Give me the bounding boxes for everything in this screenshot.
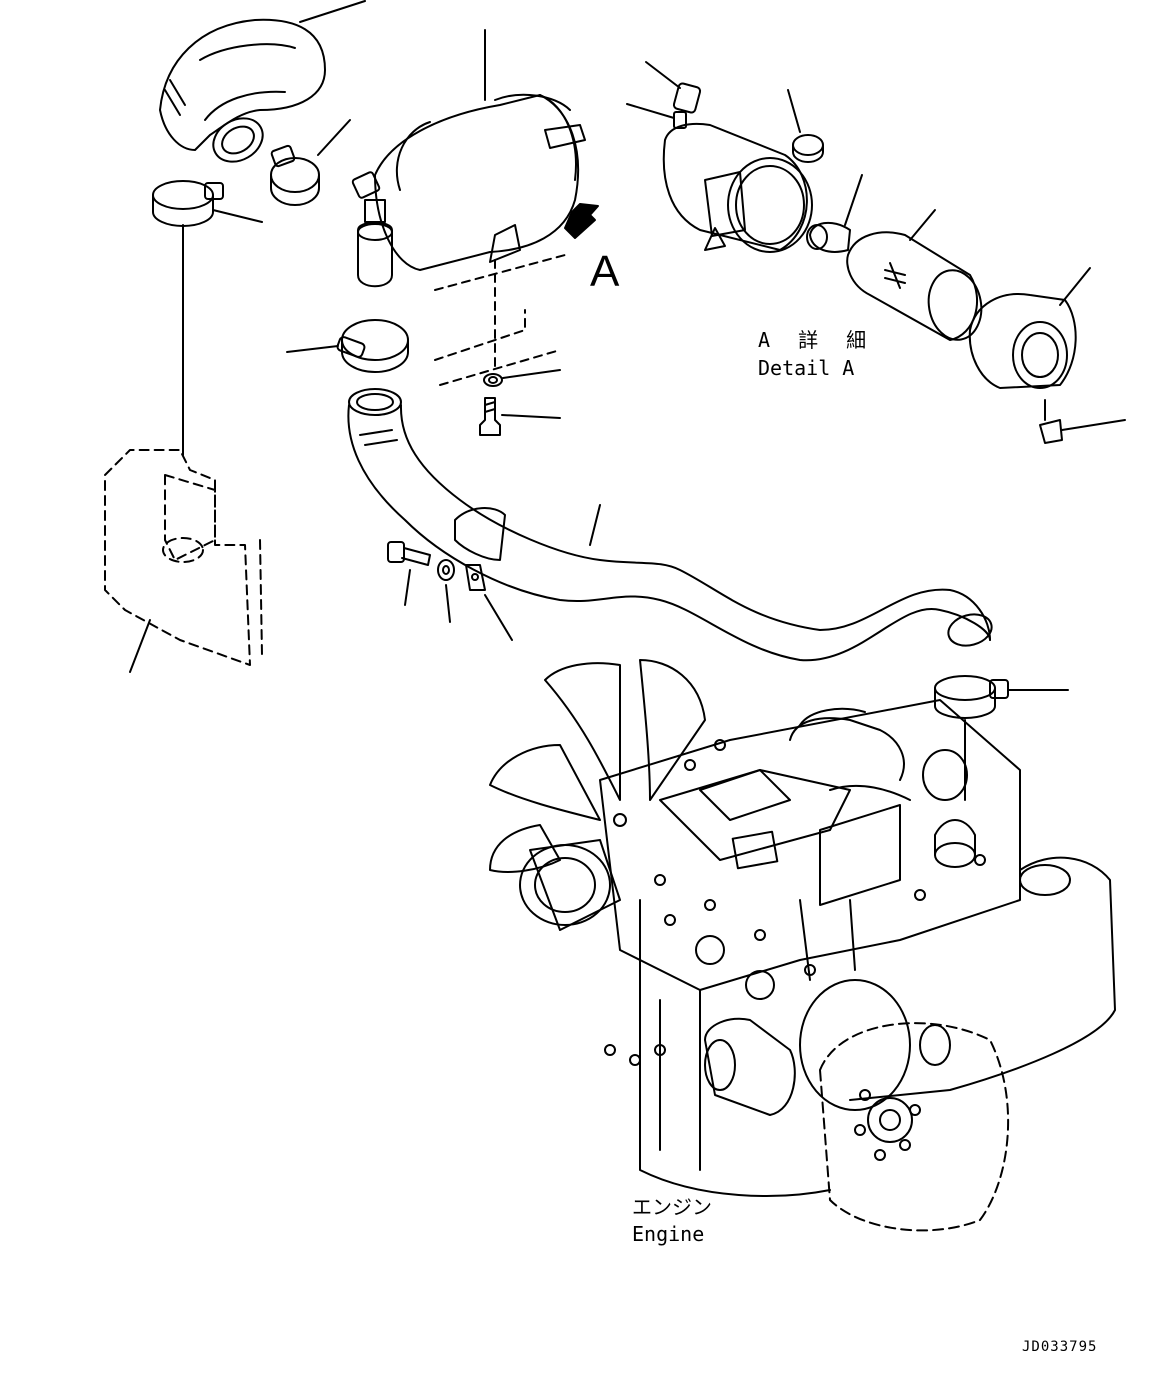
- bolt-right: [479, 397, 501, 436]
- cover: [968, 293, 1077, 389]
- leader-washer-left: [445, 584, 451, 623]
- washer-left: [437, 559, 455, 581]
- upper-intake-hose: [159, 18, 326, 163]
- engine: [489, 659, 1116, 1232]
- leader-safety-element: [844, 174, 863, 226]
- leader-cap: [787, 89, 801, 133]
- bolt-left: [387, 541, 431, 566]
- mounting-bracket-outline: [434, 254, 566, 386]
- clamp-engine-inlet: [934, 675, 1009, 719]
- view-a-arrow: [564, 203, 599, 239]
- cap: [792, 134, 824, 163]
- sensor-fitting: [673, 111, 687, 129]
- washer-right: [483, 373, 503, 387]
- leader-clamp-upper-left: [212, 209, 263, 223]
- air-cleaner-assembly: [374, 93, 586, 271]
- leader-upper-hose: [299, 0, 366, 23]
- clamp-left: [336, 319, 409, 373]
- leader-sensor-fitting: [626, 103, 675, 119]
- hose-clamp-upper: [270, 144, 320, 206]
- leader-lower-hose: [589, 504, 601, 546]
- leader-valve: [1061, 419, 1126, 431]
- cleaner-body-detail: [662, 122, 813, 253]
- leader-bolt-right: [501, 414, 561, 419]
- leader-bracket-plate: [129, 619, 151, 673]
- leader-washer-right: [502, 369, 561, 379]
- clip: [465, 564, 486, 591]
- valve: [1039, 399, 1063, 444]
- primary-element: [846, 231, 983, 341]
- leader-cover: [1059, 267, 1091, 306]
- engine-label-jp: エンジン: [632, 1195, 712, 1219]
- vacuator-valve: [351, 171, 393, 288]
- view-a-label: A: [590, 247, 620, 296]
- leader-clip: [484, 594, 513, 641]
- leader-bolt-left: [404, 569, 411, 606]
- detail-a-label-en: Detail A: [758, 356, 855, 380]
- leader-clamp-upper: [317, 119, 351, 156]
- drawing-number: JD033795: [1022, 1339, 1098, 1355]
- bracket-plate: [104, 449, 263, 666]
- detail-a-label-jp: A 詳 細: [758, 328, 875, 352]
- leader-indicator: [645, 61, 681, 89]
- clamp-upper-left: [152, 180, 224, 227]
- indicator: [672, 82, 702, 114]
- lower-intake-hose: [347, 388, 993, 662]
- leader-primary-element: [909, 209, 936, 241]
- engine-label-en: Engine: [632, 1222, 705, 1246]
- leader-clamp-left: [286, 345, 339, 353]
- safety-element: [806, 221, 851, 253]
